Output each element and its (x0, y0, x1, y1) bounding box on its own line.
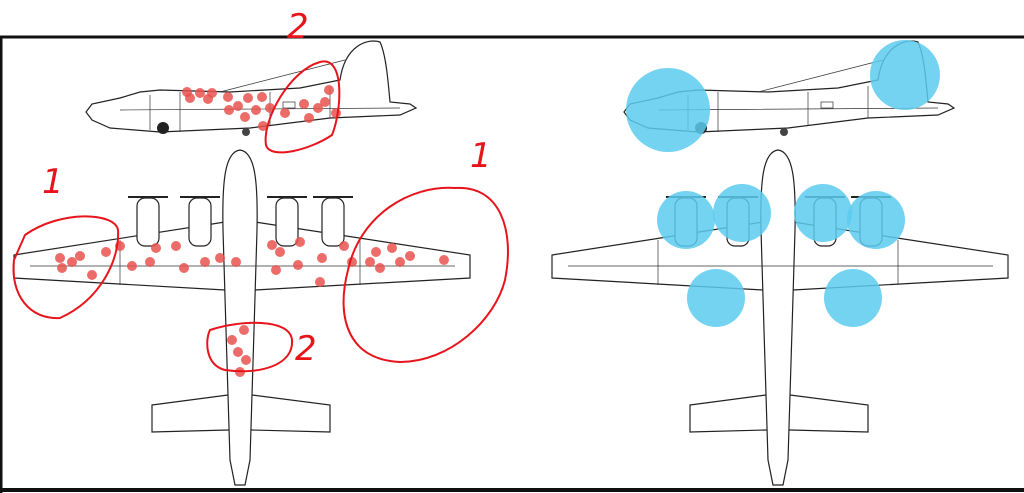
engine-nacelle (136, 197, 160, 247)
returned-planes-hit-map (13, 40, 471, 486)
top-view-plane (551, 149, 1009, 486)
hit-dot (275, 247, 285, 257)
hit-dot (295, 237, 305, 247)
critical-area-circle (824, 269, 882, 327)
hit-dot (151, 243, 161, 253)
top-fuselage (222, 149, 258, 486)
hit-dot (258, 121, 268, 131)
hit-dot (257, 92, 267, 102)
hit-dot (239, 325, 249, 335)
hit-dot (365, 257, 375, 267)
right-wing-circle (342, 186, 509, 364)
hit-dot (299, 99, 309, 109)
annotation-label-1-left: 1 (42, 162, 64, 202)
left-wingtip-circle (12, 215, 120, 320)
side-view-plane (85, 40, 418, 136)
side-fuselage (85, 40, 418, 133)
critical-areas-map (551, 40, 1009, 486)
hit-dot (405, 251, 415, 261)
critical-area-circle (626, 68, 710, 152)
hit-dot (227, 335, 237, 345)
annotation-label-2-top: 2 (287, 7, 309, 47)
hit-dot (304, 113, 314, 123)
hit-dot (195, 88, 205, 98)
hit-dot (243, 93, 253, 103)
side-window (820, 101, 834, 109)
hit-dot (320, 97, 330, 107)
hit-dot (200, 257, 210, 267)
hit-dot (87, 270, 97, 280)
top-fuselage (760, 149, 796, 486)
critical-area-circle (870, 40, 940, 110)
hit-dot (233, 101, 243, 111)
hit-dot (339, 241, 349, 251)
hit-dot (240, 112, 250, 122)
side-window (282, 101, 296, 109)
hit-dot (315, 277, 325, 287)
hit-dot (203, 94, 213, 104)
annotation-circles (12, 60, 509, 373)
hit-dot (185, 93, 195, 103)
hit-dot (67, 257, 77, 267)
hit-dot (75, 251, 85, 261)
engine-nacelle (188, 197, 212, 247)
hit-dot (57, 263, 67, 273)
hit-dot (280, 108, 290, 118)
critical-area-circle (687, 269, 745, 327)
hit-dot (439, 255, 449, 265)
hit-dot (313, 103, 323, 113)
top-view-plane (13, 149, 471, 486)
critical-area-circle (657, 191, 715, 249)
hit-dot (171, 241, 181, 251)
side-tail-wheel (242, 128, 250, 136)
engine-nacelle (275, 197, 299, 247)
hit-dot (251, 105, 261, 115)
hit-dot (271, 265, 281, 275)
hit-dot (127, 261, 137, 271)
top-panel-lines (568, 240, 993, 285)
side-tail-wheel (780, 128, 788, 136)
hit-dot (223, 92, 233, 102)
hit-dot (215, 253, 225, 263)
critical-area-circle (794, 184, 852, 242)
critical-area-circle (713, 184, 771, 242)
tail-circle (264, 60, 341, 154)
hit-dot (179, 263, 189, 273)
hit-dot (145, 257, 155, 267)
hit-dot (55, 253, 65, 263)
hit-dot (267, 240, 277, 250)
annotation-label-1-right: 1 (470, 136, 492, 176)
hit-dot (395, 257, 405, 267)
hit-dot (101, 247, 111, 257)
hit-dot (331, 108, 341, 118)
annotation-label-2-bottom: 2 (295, 329, 317, 369)
hit-dot (317, 253, 327, 263)
hit-dot (233, 347, 243, 357)
hit-dot (241, 355, 251, 365)
critical-area-circle (847, 191, 905, 249)
fuselage-circle (206, 321, 294, 373)
hit-dot (387, 243, 397, 253)
engine-nacelle (321, 197, 345, 247)
hit-dot (224, 105, 234, 115)
hit-dot (231, 257, 241, 267)
side-landing-gear (157, 122, 169, 134)
hit-dot (324, 85, 334, 95)
hit-dot (371, 247, 381, 257)
hit-dot (375, 263, 385, 273)
hit-dot (293, 260, 303, 270)
